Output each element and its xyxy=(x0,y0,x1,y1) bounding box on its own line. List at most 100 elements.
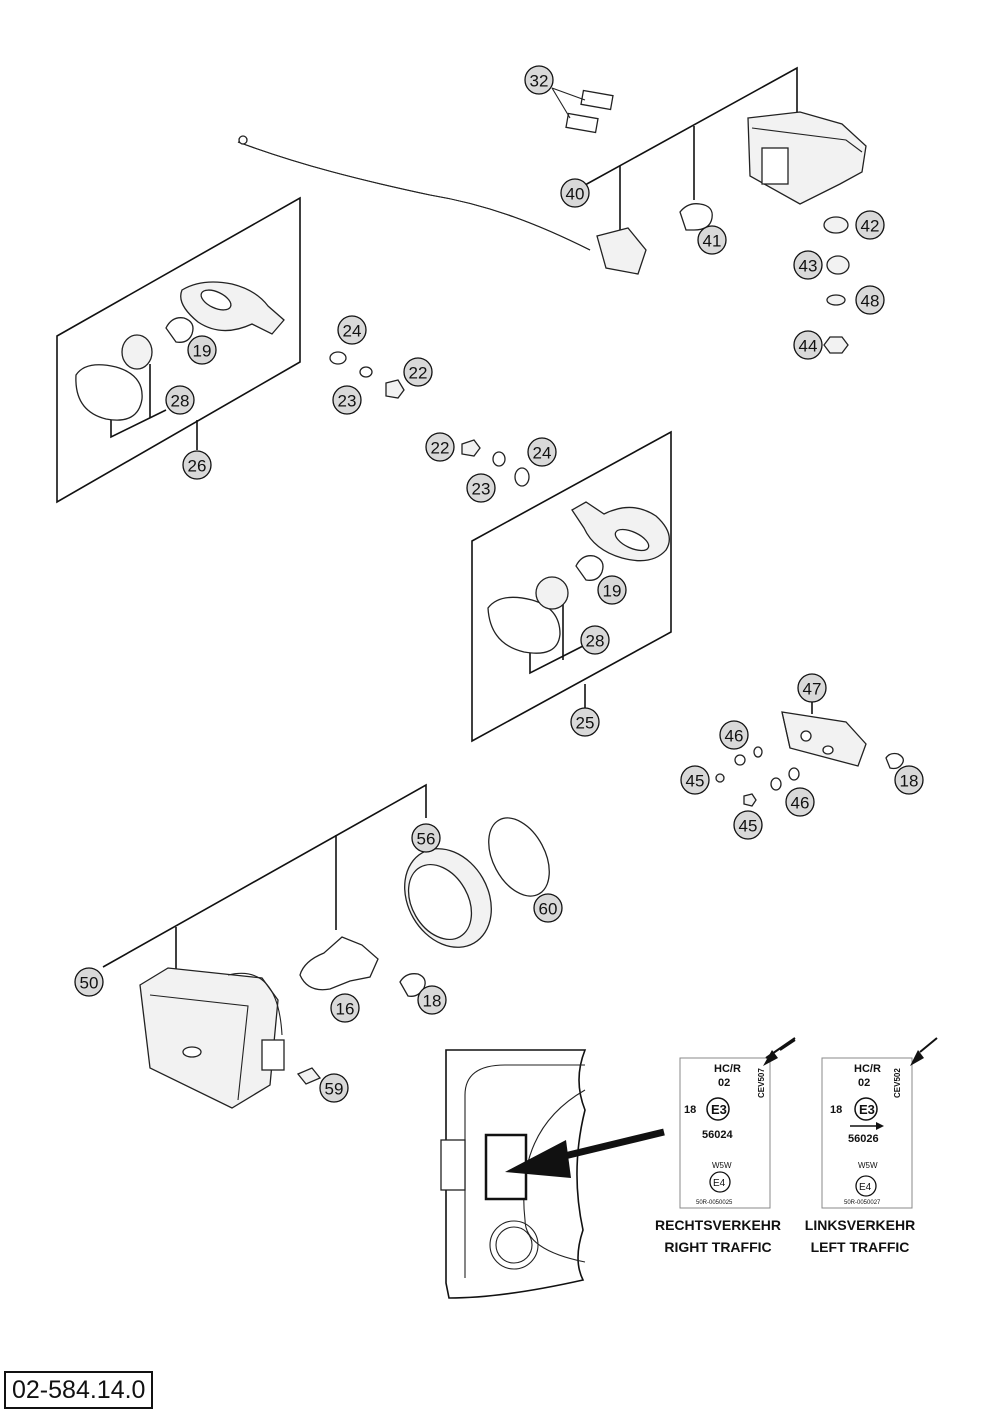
indicator-mount-hardware-lower xyxy=(461,439,530,487)
caption-de: LINKSVERKEHR xyxy=(805,1217,915,1233)
callout-circle xyxy=(319,1073,349,1103)
caption-de: RECHTSVERKEHR xyxy=(655,1217,781,1233)
callout-19: 19 xyxy=(187,335,217,365)
callout-circle xyxy=(733,810,763,840)
callout-number: 28 xyxy=(171,392,190,411)
sub-mark: E4 xyxy=(713,1178,726,1189)
tail-light-group xyxy=(237,66,867,354)
callout-24: 24 xyxy=(337,315,367,345)
callout-number: 23 xyxy=(472,480,491,499)
callout-23: 23 xyxy=(332,385,362,415)
callout-45: 45 xyxy=(680,765,710,795)
headlight-label-detail xyxy=(440,1049,665,1299)
callout-number: 40 xyxy=(566,185,585,204)
callout-19: 19 xyxy=(597,575,627,605)
callout-number: 19 xyxy=(603,582,622,601)
indicator-left-group xyxy=(56,196,301,504)
nut xyxy=(823,336,849,354)
callout-number: 60 xyxy=(539,900,558,919)
callout-circle xyxy=(597,575,627,605)
right-label-text: HC/R 02 CEV507 18 E3 56024 W5W E4 50R-00… xyxy=(655,1063,781,1255)
callout-number: 46 xyxy=(791,794,810,813)
headlight-bulb xyxy=(299,936,379,991)
left-label-text: HC/R 02 CEV502 18 E3 56026 W5W E4 50R-00… xyxy=(805,1063,915,1255)
callout-circle xyxy=(793,250,823,280)
callout-number: 59 xyxy=(325,1080,344,1099)
callout-50: 50 xyxy=(74,967,104,997)
callout-circle xyxy=(793,330,823,360)
sub-code: W5W xyxy=(712,1161,732,1170)
callout-number: 56 xyxy=(417,830,436,849)
callout-circle xyxy=(425,432,455,462)
num-left: 18 xyxy=(830,1104,842,1116)
callout-46: 46 xyxy=(785,787,815,817)
indicator-bulb xyxy=(165,317,194,343)
parking-bulb xyxy=(399,973,426,997)
sub-small: 50R-0050027 xyxy=(844,1200,881,1206)
approval-number: 56026 xyxy=(848,1133,879,1145)
callout-number: 16 xyxy=(336,1000,355,1019)
callout-40: 40 xyxy=(560,178,590,208)
callout-number: 24 xyxy=(343,322,362,341)
callout-circle xyxy=(466,473,496,503)
callout-43: 43 xyxy=(793,250,823,280)
callout-41: 41 xyxy=(697,225,727,255)
lens-pad xyxy=(580,89,614,111)
callout-56: 56 xyxy=(411,823,441,853)
indicator-right-group xyxy=(471,430,672,743)
callout-26: 26 xyxy=(182,450,212,480)
spacer xyxy=(826,255,850,275)
callout-59: 59 xyxy=(319,1073,349,1103)
indicator-bulb xyxy=(575,555,604,581)
tail-bulb xyxy=(679,203,713,231)
drawing-code: 02-584.14.0 xyxy=(4,1371,154,1409)
sub-mark: E4 xyxy=(859,1182,872,1193)
callout-number: 18 xyxy=(423,992,442,1011)
rubber-grommet xyxy=(823,216,849,234)
e-mark: E3 xyxy=(859,1102,875,1117)
callout-60: 60 xyxy=(533,893,563,923)
callout-24: 24 xyxy=(527,437,557,467)
approval-number: 56024 xyxy=(702,1129,733,1141)
callout-number: 45 xyxy=(686,772,705,791)
adjusting-screw xyxy=(296,1067,322,1085)
callout-number: 22 xyxy=(409,364,428,383)
code-02: 02 xyxy=(718,1077,730,1089)
code-top: HC/R xyxy=(714,1063,741,1075)
sub-code: W5W xyxy=(858,1161,878,1170)
callout-number: 19 xyxy=(193,342,212,361)
callout-28: 28 xyxy=(580,625,610,655)
callout-circle xyxy=(894,765,924,795)
callout-number: 48 xyxy=(861,292,880,311)
e-mark: E3 xyxy=(711,1102,727,1117)
callout-circle xyxy=(332,385,362,415)
plate-lamp-bulb xyxy=(885,752,904,770)
caption-en: RIGHT TRAFFIC xyxy=(664,1239,771,1255)
callout-number: 46 xyxy=(725,727,744,746)
callout-number: 22 xyxy=(431,439,450,458)
caption-en: LEFT TRAFFIC xyxy=(811,1239,910,1255)
indicator-lens xyxy=(487,596,561,654)
num-left: 18 xyxy=(684,1104,696,1116)
sub-small: 50R-0050025 xyxy=(696,1200,733,1206)
callout-number: 47 xyxy=(803,680,822,699)
callout-18: 18 xyxy=(417,985,447,1015)
callout-number: 42 xyxy=(861,217,880,236)
callout-number: 23 xyxy=(338,392,357,411)
code-02: 02 xyxy=(858,1077,870,1089)
callout-circle xyxy=(182,450,212,480)
callout-number: 43 xyxy=(799,257,818,276)
callout-23: 23 xyxy=(466,473,496,503)
callout-number: 44 xyxy=(799,337,818,356)
callout-number: 18 xyxy=(900,772,919,791)
callout-32: 32 xyxy=(524,65,554,95)
callout-number: 41 xyxy=(703,232,722,251)
callout-circle xyxy=(785,787,815,817)
callout-circle xyxy=(524,65,554,95)
rubber-seal xyxy=(488,817,550,897)
callout-circle xyxy=(855,285,885,315)
callout-number: 32 xyxy=(530,72,549,91)
callout-18: 18 xyxy=(894,765,924,795)
headlight-group xyxy=(102,783,550,1109)
